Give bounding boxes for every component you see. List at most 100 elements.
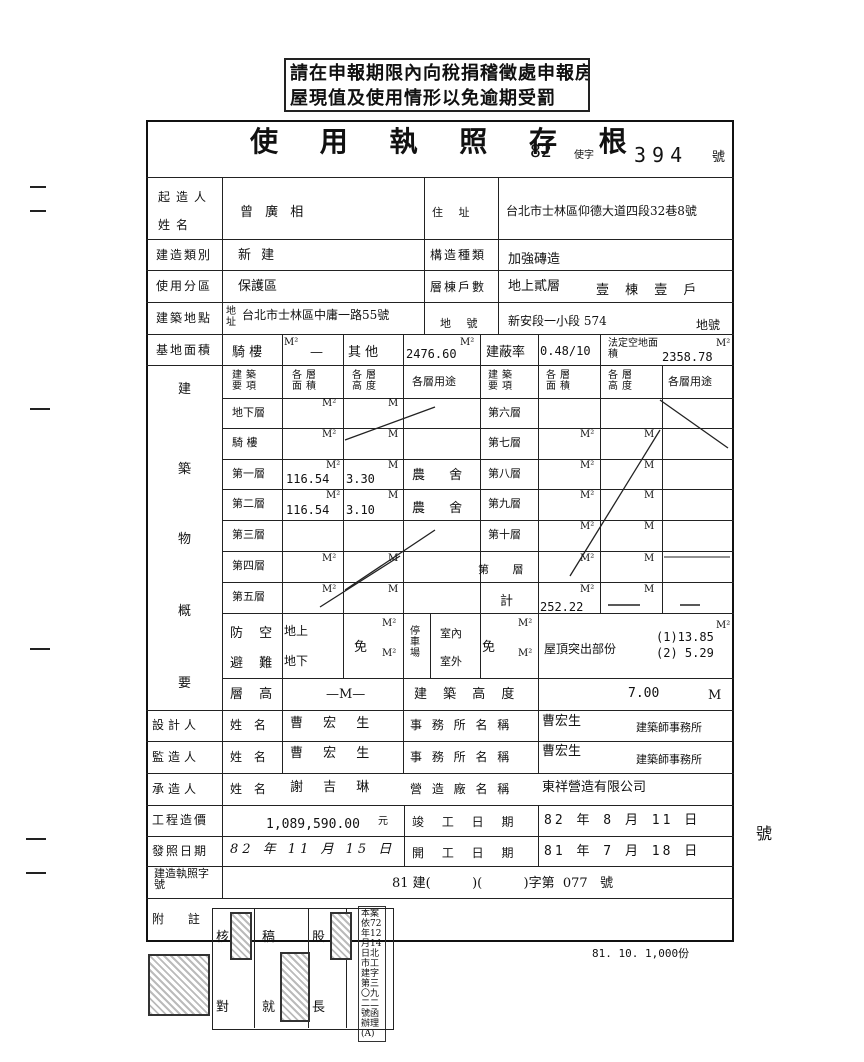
building-height-label: 建 築 高 度 — [414, 687, 521, 702]
rule — [430, 613, 431, 678]
legal-unit: M² — [716, 338, 731, 349]
rule — [222, 489, 734, 490]
side-label-3: 物 — [178, 532, 192, 547]
floor-label: 第五層 — [232, 590, 265, 603]
unit-m2: M² — [382, 618, 397, 629]
cost-unit: 元 — [378, 816, 388, 827]
scan-mark — [30, 648, 50, 650]
unit-m2: M² — [518, 618, 533, 629]
rule — [146, 836, 734, 837]
unit-m: M — [644, 490, 655, 501]
rule — [146, 805, 734, 806]
roof-1: (1)13.85 — [656, 630, 714, 644]
contractor-office: 東祥營造有限公司 — [542, 780, 647, 795]
designer-office-suffix: 建築師事務所 — [636, 721, 702, 734]
arcade-unit: M² — [284, 337, 299, 348]
structure-type: 加強磚造 — [508, 252, 561, 267]
roof-label: 屋頂突出部份 — [544, 642, 617, 656]
unit-m2: M² — [322, 429, 337, 440]
other-area: 2476.60 — [406, 347, 457, 361]
supervisor-name-label: 姓 名 — [230, 750, 270, 764]
cost-label: 工程造價 — [152, 813, 209, 827]
cost-value: 1,089,590.00 — [266, 817, 360, 832]
permit-year: 82 — [530, 141, 552, 162]
unit-m2: M² — [322, 584, 337, 595]
structure-label: 構造種類 — [430, 248, 487, 262]
scan-mark — [30, 186, 46, 188]
designer-name-label: 姓 名 — [230, 718, 270, 732]
scan-mark — [30, 408, 50, 410]
total-label: 計 — [500, 594, 514, 609]
unit-m2: M² — [580, 584, 595, 595]
scan-mark — [26, 838, 46, 840]
height-floor-2: 3.10 — [346, 503, 375, 517]
unit-m: M — [388, 584, 399, 595]
rule — [254, 908, 255, 1028]
rule — [146, 898, 734, 899]
permit-form-frame — [146, 120, 734, 942]
signature-seal — [230, 912, 252, 960]
parking-none: 免 — [482, 640, 496, 655]
unit-m2: M² — [326, 490, 341, 501]
area-floor-2: 116.54 — [286, 503, 330, 517]
contractor-name: 謝 吉 琳 — [290, 780, 378, 795]
floor-label: 地下層 — [232, 406, 265, 419]
lot-value: 新安段一小段 574 — [508, 314, 607, 328]
issue-label: 發照日期 — [152, 844, 209, 858]
supervisor-office: 曹宏生 — [542, 744, 582, 759]
arcade-label: 騎 樓 — [232, 345, 263, 360]
approval-col-6: 長 — [312, 1000, 326, 1015]
rule — [222, 551, 734, 552]
rule — [222, 459, 734, 460]
site-address: 台北市士林區中庸一路55號 — [242, 308, 390, 322]
rule — [146, 239, 734, 240]
other-label: 其 他 — [348, 345, 379, 360]
floor-label: 第九層 — [488, 497, 521, 510]
rule — [146, 302, 734, 303]
legal-label: 法定空地面積 — [608, 338, 658, 360]
arcade-value: — — [310, 345, 323, 360]
rule — [222, 428, 734, 429]
floor-label: 第六層 — [488, 406, 521, 419]
rule — [600, 334, 601, 613]
height-floor-1: 3.30 — [346, 472, 375, 486]
unit-m: M — [644, 429, 655, 440]
area-floor-1: 116.54 — [286, 472, 330, 486]
legal-value: 2358.78 — [662, 350, 713, 364]
col-head-use: 各層用途 — [412, 375, 456, 388]
designer-name: 曹 宏 生 — [290, 716, 378, 731]
rule — [346, 908, 347, 1028]
unit-m: M — [388, 460, 399, 471]
rule — [222, 177, 223, 898]
rule — [222, 582, 734, 583]
site-label: 建築地點 — [156, 311, 213, 325]
note-vertical-stamp: 本案依72年12月14日北市工建字第三〇九二二號函辦理(A) — [358, 906, 386, 1042]
rule — [146, 270, 734, 271]
signature-seal — [280, 952, 310, 1022]
rule — [146, 334, 734, 335]
signature-seal — [330, 912, 352, 960]
rule — [146, 866, 734, 867]
rule — [222, 678, 734, 679]
build-type: 新 建 — [238, 248, 278, 263]
side-label-1: 建 — [178, 382, 192, 397]
owner-name: 曾 廣 相 — [240, 205, 308, 220]
floor-label: 騎 樓 — [232, 436, 258, 449]
build-permit-value: 81 建( )( )字第 077 號 — [392, 876, 614, 891]
floor-label: 第 層 — [478, 563, 534, 576]
floor-label: 第八層 — [488, 467, 521, 480]
contractor-role: 承造人 — [152, 782, 201, 796]
unit-m: M — [388, 490, 399, 501]
rule — [146, 177, 734, 178]
scan-mark — [26, 872, 46, 874]
margin-mark: 號 — [756, 824, 773, 843]
unit-m2: M² — [580, 521, 595, 532]
rule — [424, 177, 425, 334]
parking-label: 停車場 — [410, 626, 420, 659]
floors-value: 地上貳層 — [508, 279, 561, 294]
owner-name-label: 姓名 — [158, 218, 195, 232]
unit-m2: M² — [322, 553, 337, 564]
below-label: 地下 — [284, 654, 309, 668]
contractor-office-label: 營 造 廠 名 稱 — [410, 782, 513, 796]
unit-m: M — [388, 429, 399, 440]
